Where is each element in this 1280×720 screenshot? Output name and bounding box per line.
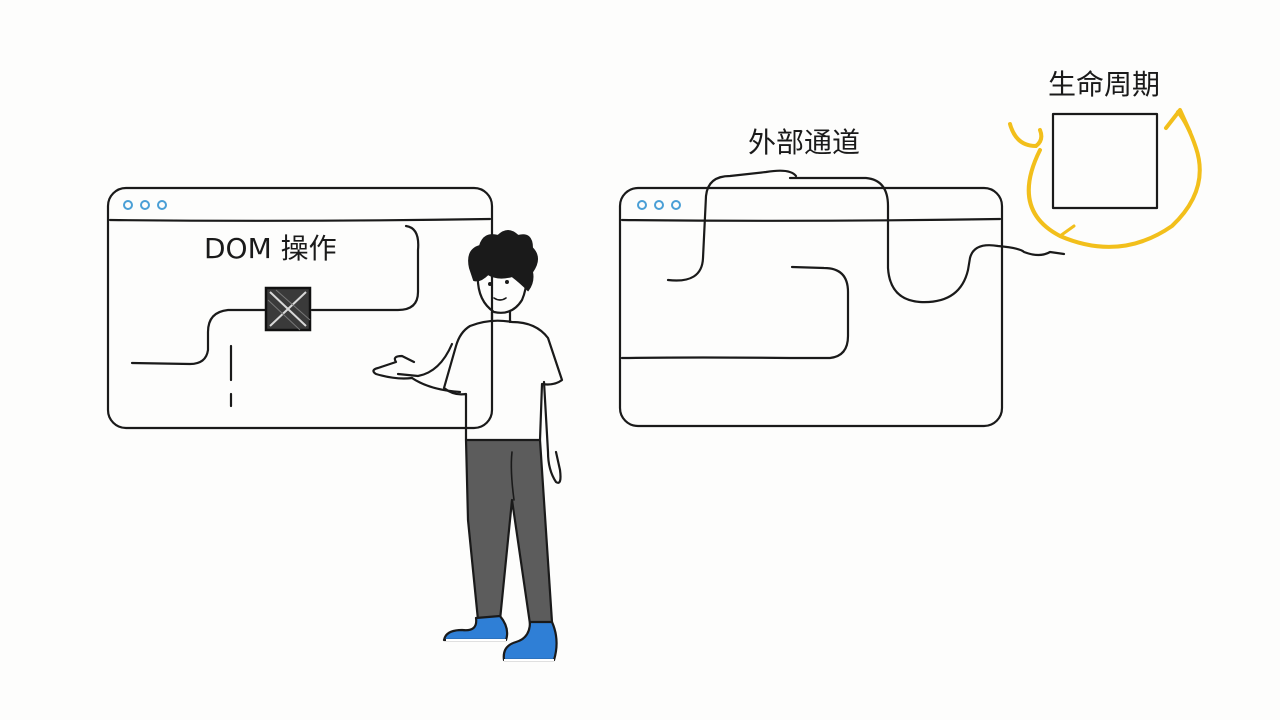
right-window-dots	[637, 200, 681, 210]
crossed-box-icon	[264, 286, 312, 332]
smile	[493, 297, 507, 301]
right-window-frame	[618, 186, 1004, 428]
right-window-titlebar-line	[620, 217, 1002, 222]
pants	[464, 438, 554, 626]
presenter-figure	[372, 230, 564, 662]
window-dot-icon	[123, 200, 133, 210]
pointing-arm-lower	[410, 376, 462, 394]
window-dot-icon	[654, 200, 664, 210]
dom-operation-label: DOM 操作	[204, 232, 337, 265]
pointing-arm	[396, 342, 454, 378]
circular-arrow-icon	[1008, 108, 1202, 249]
left-browser-window: DOM 操作	[106, 186, 494, 430]
dom-wire-right	[310, 224, 420, 312]
right-shoe-icon	[502, 620, 558, 662]
dom-wire-left	[130, 308, 268, 366]
left-window-dots	[123, 200, 167, 210]
pants-crease	[510, 451, 515, 501]
lifecycle-label: 生命周期	[1048, 68, 1160, 101]
left-window-titlebar-line	[108, 217, 492, 222]
window-dot-icon	[157, 200, 167, 210]
right-browser-window	[618, 169, 1066, 428]
eye-icon	[488, 282, 492, 286]
window-dot-icon	[140, 200, 150, 210]
external-channel-label: 外部通道	[748, 126, 860, 159]
lifecycle-group: 生命周期	[1008, 68, 1202, 249]
lifecycle-box	[1051, 112, 1159, 210]
window-dot-icon	[671, 200, 681, 210]
external-channel-wire	[666, 169, 1066, 304]
resting-arm	[542, 380, 562, 484]
left-window-frame	[106, 186, 494, 430]
shoe-soles	[446, 639, 554, 661]
window-dot-icon	[637, 200, 647, 210]
hair-icon	[468, 230, 538, 292]
right-content-box	[620, 265, 850, 360]
eye-icon	[505, 280, 509, 284]
left-shoe-icon	[442, 614, 509, 642]
pointing-hand	[372, 354, 416, 380]
